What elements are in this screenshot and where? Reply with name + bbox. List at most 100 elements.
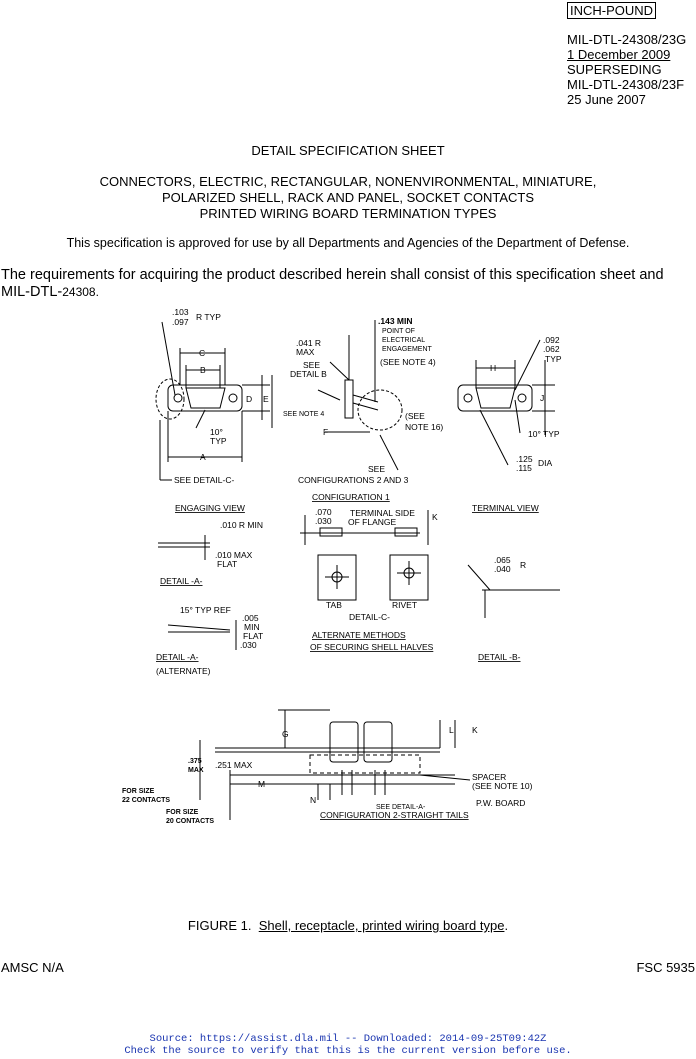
approval-statement: This specification is approved for use b… <box>66 236 630 250</box>
dim-j-label: J <box>540 393 544 403</box>
dim-b-label: B <box>200 365 206 375</box>
engaging-view-label: ENGAGING VIEW <box>175 503 245 513</box>
r041-label: .041 R <box>296 338 321 348</box>
figure-title: Shell, receptacle, printed wiring board … <box>258 918 505 933</box>
detail-b-ref: DETAIL B <box>290 369 327 379</box>
dim-c-label: C <box>199 348 205 358</box>
d005-label: .005 <box>242 613 259 623</box>
detail-b-label: DETAIL -B- <box>478 652 521 662</box>
mount-hole-left <box>173 393 183 403</box>
tab-detail <box>317 554 357 601</box>
of-flange-label: OF FLANGE <box>348 517 397 527</box>
flat2-label: FLAT <box>243 631 263 641</box>
see-note4b-label: SEE NOTE 4 <box>283 411 324 418</box>
requirements-ref: 24308. <box>62 285 99 299</box>
dim-k-label: K <box>432 512 438 522</box>
see-note16a: (SEE <box>405 411 425 421</box>
size22b-label: 22 CONTACTS <box>122 797 170 804</box>
terminal-shell-outline <box>457 384 533 412</box>
see-note4-label: (SEE NOTE 4) <box>380 357 436 367</box>
terminal-view-label: TERMINAL VIEW <box>472 503 539 513</box>
spec-title-line3: PRINTED WIRING BOARD TERMINATION TYPES <box>199 206 497 221</box>
size22a-label: FOR SIZE <box>122 788 155 795</box>
r103-label: .103 <box>172 307 189 317</box>
amsc-label: AMSC N/A <box>1 960 64 975</box>
superseding-label: SUPERSEDING <box>567 62 662 77</box>
max375-label: MAX <box>188 767 204 774</box>
detail-c-label: DETAIL-C- <box>349 612 390 622</box>
dim-e-label: E <box>263 394 269 404</box>
source-footer: Source: https://assist.dla.mil -- Downlo… <box>0 1033 696 1057</box>
prev-doc-date: 25 June 2007 <box>567 92 646 107</box>
dim-n-label: N <box>310 795 316 805</box>
max-label: MAX <box>296 347 315 357</box>
dim-m-label: M <box>258 779 265 789</box>
terminal-side-label: TERMINAL SIDE <box>350 508 415 518</box>
min143-label: .143 MIN <box>378 316 413 326</box>
r-label: R <box>520 560 526 570</box>
min-label: MIN <box>244 622 260 632</box>
see-detail-c-label: SEE DETAIL-C- <box>174 475 234 485</box>
dia-label: DIA <box>538 458 553 468</box>
see-note10-label: (SEE NOTE 10) <box>472 781 533 791</box>
dim-f-label: F <box>323 427 328 437</box>
r092-label: .092 <box>543 335 560 345</box>
size20b-label: 20 CONTACTS <box>166 818 214 825</box>
doc-number: MIL-DTL-24308/23G <box>567 32 687 47</box>
typ-label: TYP <box>210 436 227 446</box>
dim-l-label: L <box>449 725 454 735</box>
alternate-label: (ALTERNATE) <box>156 666 211 676</box>
dim-g-label: G <box>282 729 289 739</box>
r097-label: .097 <box>172 317 189 327</box>
mount-hole-right <box>228 393 238 403</box>
engaging-shell-outline <box>167 384 243 412</box>
sheet-title: DETAIL SPECIFICATION SHEET <box>251 143 445 158</box>
d375-label: .375 <box>188 758 202 765</box>
dim-a-label: A <box>200 452 206 462</box>
see-note16b: NOTE 16) <box>405 422 443 432</box>
detail-c-circle <box>155 378 185 420</box>
alt-methods2: OF SECURING SHELL HALVES <box>310 642 434 652</box>
inch-pound-label: INCH-POUND <box>567 2 657 19</box>
spacer-label: SPACER <box>472 772 506 782</box>
config23-label: CONFIGURATIONS 2 AND 3 <box>298 475 409 485</box>
prev-doc-number: MIL-DTL-24308/23F <box>567 77 685 92</box>
size20a-label: FOR SIZE <box>166 809 199 816</box>
d030-label: .030 <box>315 516 332 526</box>
ten-typ-label: 10° TYP <box>528 429 560 439</box>
requirements-paragraph: The requirements for acquiring the produ… <box>1 267 695 301</box>
electrical-label: ELECTRICAL <box>382 337 425 344</box>
max010-label: .010 MAX <box>215 550 253 560</box>
spec-title-line2: POLARIZED SHELL, RACK AND PANEL, SOCKET … <box>161 190 535 205</box>
spec-title-line1: CONNECTORS, ELECTRIC, RECTANGULAR, NONEN… <box>99 174 597 189</box>
see-config-label: SEE <box>368 464 385 474</box>
detail-a-alt-label: DETAIL -A- <box>156 652 199 662</box>
fsc-label: FSC 5935 <box>636 960 695 975</box>
r062-label: .062 <box>543 344 560 354</box>
point-of-label: POINT OF <box>382 328 415 335</box>
config2-label: CONFIGURATION 2-STRAIGHT TAILS <box>320 810 469 820</box>
typ-r-label: TYP <box>545 354 562 364</box>
pw-board-label: P.W. BOARD <box>476 798 525 808</box>
figure-suffix: . <box>504 918 509 933</box>
figure-caption: FIGURE 1. Shell, receptacle, printed wir… <box>0 918 696 933</box>
alt-methods1: ALTERNATE METHODS <box>312 630 406 640</box>
detail-b-circle <box>357 389 403 431</box>
d030b-label: .030 <box>240 640 257 650</box>
source-line2: Check the source to verify that this is … <box>124 1045 572 1057</box>
tab-label: TAB <box>326 600 342 610</box>
see-detail-a-label: SEE DETAIL-A- <box>376 804 426 811</box>
dim-h-label: H <box>490 363 496 373</box>
r065-label: .065 <box>494 555 511 565</box>
connector-drawing: .103 .097 R TYP C B D E A 10° TYP SEE DE… <box>122 307 562 825</box>
engagement-label: ENGAGEMENT <box>382 346 433 353</box>
config1-label: CONFIGURATION 1 <box>312 492 390 502</box>
dim-k2-label: K <box>472 725 478 735</box>
rivet-label: RIVET <box>392 600 417 610</box>
r040-label: .040 <box>494 564 511 574</box>
flat-label: FLAT <box>217 559 237 569</box>
see-label: SEE <box>303 360 320 370</box>
requirements-text: The requirements for acquiring the produ… <box>1 267 664 300</box>
dim-d-label: D <box>246 394 252 404</box>
dia115-label: .115 <box>516 463 532 473</box>
